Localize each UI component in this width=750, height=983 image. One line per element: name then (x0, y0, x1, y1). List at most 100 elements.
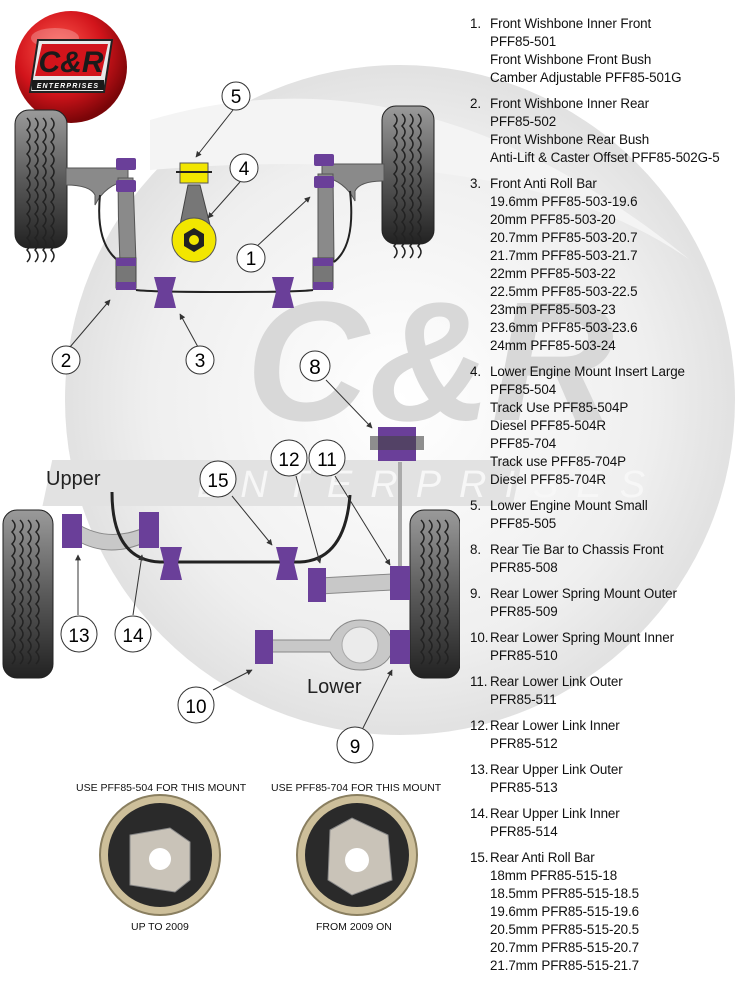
watermark-disc (65, 65, 735, 735)
callout-5: 5 (221, 81, 251, 111)
part-title: Front Wishbone Inner Rear (490, 96, 650, 111)
part-code-line: PFR85-513 (490, 780, 558, 795)
part-heading: 4.Lower Engine Mount Insert Large (470, 363, 745, 381)
part-number: 15. (470, 850, 489, 865)
part-code-line: 20.7mm PFF85-503-20.7 (490, 230, 638, 245)
svg-text:13: 13 (68, 626, 89, 647)
part-heading: 5.Lower Engine Mount Small (470, 497, 745, 515)
part-code-line: 21.7mm PFR85-515-21.7 (490, 958, 639, 973)
part-heading: 2. Front Wishbone Inner Rear (470, 95, 745, 113)
part-code-line: Front Wishbone Front Bush (490, 52, 652, 67)
callout-8: 8 (299, 350, 331, 382)
mount-caption-up-to-2009: UP TO 2009 (131, 921, 189, 933)
part-code-line: PFF85-504 (490, 382, 557, 397)
part-code-line: 19.6mm PFF85-503-19.6 (490, 194, 638, 209)
part-code-line: 18.5mm PFR85-515-18.5 (490, 886, 639, 901)
mount-heading-504: USE PFF85-504 FOR THIS MOUNT (76, 782, 247, 794)
part-title: Rear Lower Spring Mount Outer (490, 586, 677, 601)
part-code-line: PFR85-509 (490, 604, 558, 619)
engine-mount-dogbone (171, 162, 217, 263)
svg-text:1: 1 (246, 249, 257, 270)
svg-text:3: 3 (195, 351, 206, 372)
svg-text:ENTERPRISES: ENTERPRISES (37, 83, 100, 90)
part-code-line: Diesel PFF85-504R (490, 418, 606, 433)
front-left-wishbone (65, 158, 137, 290)
part-title: Rear Anti Roll Bar (490, 850, 595, 865)
part-code-line: PFR85-508 (490, 560, 558, 575)
part-title: Rear Lower Link Inner (490, 718, 620, 733)
part-code-line: Camber Adjustable PFF85-501G (490, 70, 682, 85)
part-title: Lower Engine Mount Small (490, 498, 648, 513)
part-heading: 12.Rear Lower Link Inner (470, 717, 745, 735)
suspension-diagram: C&R ENTERPRISES (2, 11, 460, 916)
mount-photo-up-to-2009 (99, 794, 221, 916)
part-number: 8. (470, 542, 481, 557)
part-code-line: 22mm PFF85-503-22 (490, 266, 616, 281)
svg-text:5: 5 (231, 87, 242, 108)
part-heading: 9. Rear Lower Spring Mount Outer (470, 585, 745, 603)
callout-10: 10 (177, 686, 215, 724)
part-heading: 15.Rear Anti Roll Bar (470, 849, 745, 867)
rear-anti-roll-bar (110, 491, 352, 580)
part-number: 12. (470, 718, 489, 733)
part-code-line: 22.5mm PFF85-503-22.5 (490, 284, 638, 299)
part-number: 2. (470, 96, 481, 111)
callout-1: 1 (236, 243, 266, 273)
svg-text:10: 10 (185, 697, 206, 718)
part-code-line: 20.5mm PFR85-515-20.5 (490, 922, 639, 937)
part-heading: 14.Rear Upper Link Inner (470, 805, 745, 823)
svg-text:14: 14 (122, 626, 144, 647)
svg-text:11: 11 (317, 450, 337, 471)
watermark-band (42, 460, 523, 506)
callout-arrows (69, 109, 393, 729)
part-code-line: 20mm PFF85-503-20 (490, 212, 616, 227)
part-code-line: 21.7mm PFF85-503-21.7 (490, 248, 638, 263)
part-code-line: Front Wishbone Rear Bush (490, 132, 650, 147)
front-right-tyre (381, 105, 435, 259)
watermark-enterprises: ENTERPRISES (197, 464, 663, 506)
rear-left-tyre (2, 509, 54, 679)
lower-label: Lower (307, 676, 362, 698)
part-number: 9. (470, 586, 481, 601)
part-heading: 10.Rear Lower Spring Mount Inner (470, 629, 745, 647)
part-code-line: PFF85-505 (490, 516, 557, 531)
part-code-line: 23.6mm PFF85-503-23.6 (490, 320, 638, 335)
part-title: Rear Upper Link Inner (490, 806, 620, 821)
part-code-line: PFR85-514 (490, 824, 558, 839)
part-number: 13. (470, 762, 489, 777)
company-logo: C&R ENTERPRISES (15, 11, 127, 123)
callout-13: 13 (60, 615, 98, 653)
svg-text:12: 12 (278, 450, 299, 471)
callout-12: 12 (270, 439, 308, 477)
part-code-line: 20.7mm PFR85-515-20.7 (490, 940, 639, 955)
svg-text:2: 2 (61, 351, 72, 372)
mount-heading-704: USE PFF85-704 FOR THIS MOUNT (271, 782, 442, 794)
callout-14: 14 (114, 615, 152, 653)
part-code-line: Track Use PFF85-504P (490, 400, 629, 415)
rear-lower-link (308, 566, 410, 602)
part-title: Rear Tie Bar to Chassis Front (490, 542, 664, 557)
part-number: 3. (470, 176, 481, 191)
part-code-line: 18mm PFR85-515-18 (490, 868, 618, 883)
front-right-wishbone (312, 154, 385, 290)
part-number: 11. (470, 674, 488, 689)
part-heading: 13.Rear Upper Link Outer (470, 761, 745, 779)
part-number: 1. (470, 16, 481, 31)
part-code-line: PFF85-501 (490, 34, 557, 49)
part-code-line: PFR85-512 (490, 736, 558, 751)
part-title: Rear Upper Link Outer (490, 762, 623, 777)
part-title: Front Wishbone Inner Front (490, 16, 652, 31)
callout-11: 11 (308, 439, 346, 477)
